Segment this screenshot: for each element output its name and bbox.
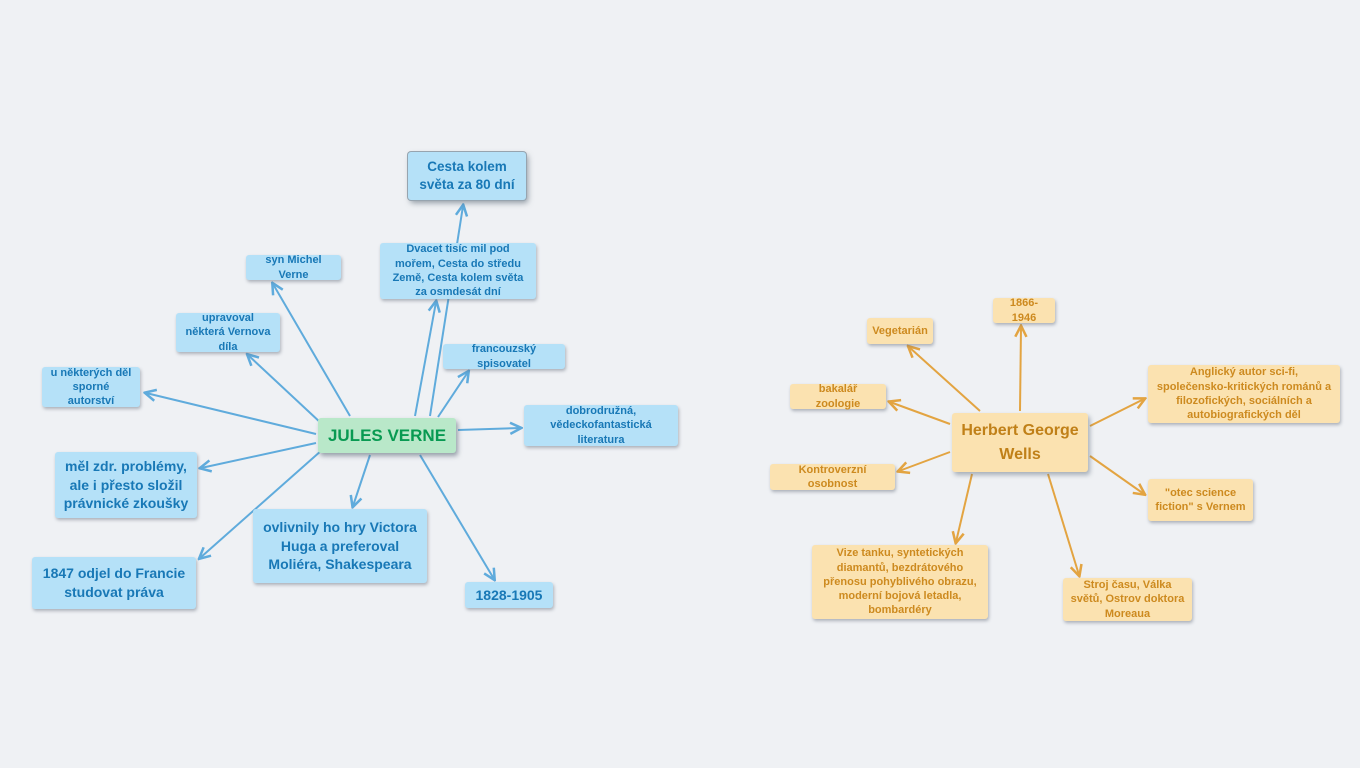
node-upravoval-dila[interactable]: upravoval některá Vernova díla xyxy=(176,312,280,353)
node-otec-science-fiction[interactable]: "otec science fiction" s Vernem xyxy=(1148,479,1253,521)
edge-verne-francouzsky xyxy=(437,372,468,418)
edge-verne-zivotni-data xyxy=(419,454,494,579)
node-herbert-george-wells-center[interactable]: Herbert George Wells xyxy=(952,413,1088,472)
node-dobrodruzna-literatura[interactable]: dobrodružná, vědeckofantastická literatu… xyxy=(524,405,678,446)
edge-wells-bakalar xyxy=(890,402,951,425)
node-jules-verne-center[interactable]: JULES VERNE xyxy=(318,418,456,453)
edge-wells-anglicky-autor xyxy=(1089,399,1144,427)
node-verne-zivotni-data[interactable]: 1828-1905 xyxy=(465,582,553,608)
edge-verne-cesta-kolem xyxy=(429,206,463,417)
edge-wells-vegetarian xyxy=(909,347,981,412)
node-odjel-do-francie[interactable]: 1847 odjel do Francie studovat práva xyxy=(32,557,196,609)
node-vegetarian[interactable]: Vegetarián xyxy=(867,318,933,344)
edge-verne-upravoval xyxy=(248,355,323,425)
node-bakalar-zoologie[interactable]: bakalář zoologie xyxy=(790,383,886,410)
node-zdravotni-problemy[interactable]: měl zdr. problémy, ale i přesto složil p… xyxy=(55,452,197,518)
edge-wells-kontroverzni xyxy=(899,451,951,471)
edge-wells-otec-sf xyxy=(1089,455,1144,494)
node-ovlivnily-hry[interactable]: ovlivnily ho hry Victora Huga a preferov… xyxy=(253,509,427,583)
edge-verne-dobrodruzna xyxy=(457,428,520,430)
node-dvacet-tisic-mil[interactable]: Dvacet tisíc mil pod mořem, Cesta do stř… xyxy=(380,243,536,299)
edge-verne-odjel xyxy=(200,449,323,558)
node-kontroverzni-osobnost[interactable]: Kontroverzní osobnost xyxy=(770,464,895,490)
edge-wells-stroj-casu xyxy=(1047,473,1079,575)
node-syn-michel-verne[interactable]: syn Michel Verne xyxy=(246,254,341,281)
edge-wells-vize-tanku xyxy=(956,473,973,542)
edge-wells-zivotni-data xyxy=(1020,327,1021,412)
node-wells-zivotni-data[interactable]: 1866-1946 xyxy=(993,297,1055,324)
node-vize-tanku[interactable]: Vize tanku, syntetických diamantů, bezdr… xyxy=(812,545,988,619)
edge-verne-syn-michel xyxy=(273,284,351,417)
edge-verne-dvacet-tisic xyxy=(414,302,436,417)
edge-verne-sporne-autorstvi xyxy=(146,393,317,435)
node-stroj-casu[interactable]: Stroj času, Válka světů, Ostrov doktora … xyxy=(1063,578,1192,621)
node-sporne-autorstvi[interactable]: u některých děl sporné autorství xyxy=(42,367,140,407)
node-cesta-kolem-sveta[interactable]: Cesta kolem světa za 80 dní xyxy=(408,152,526,200)
node-francouzsky-spisovatel[interactable]: francouzský spisovatel xyxy=(443,343,565,370)
edge-verne-zdravotni xyxy=(201,442,317,468)
edge-verne-ovlivnily xyxy=(353,454,371,506)
node-anglicky-autor[interactable]: Anglický autor sci-fi, společensko-kriti… xyxy=(1148,365,1340,423)
